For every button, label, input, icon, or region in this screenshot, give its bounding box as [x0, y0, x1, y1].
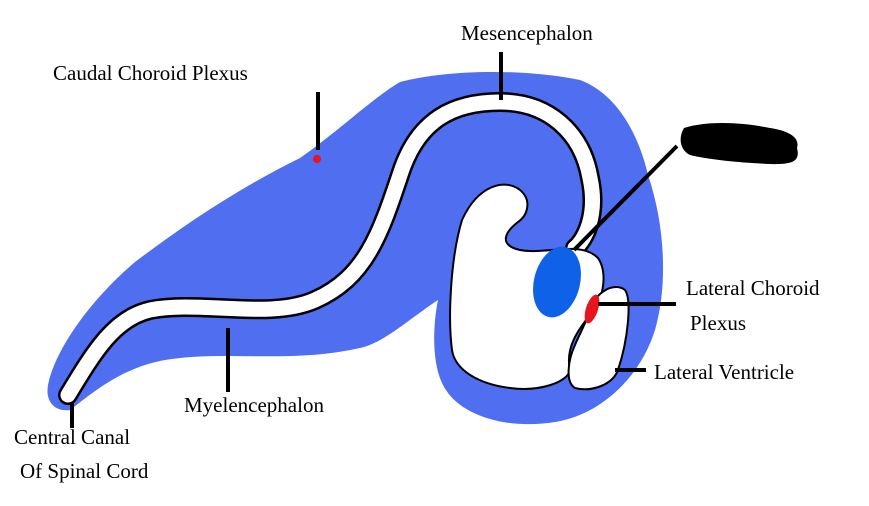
- label-central-canal-line2: Of Spinal Cord: [20, 459, 149, 483]
- leader-redacted: [572, 144, 679, 252]
- redacted-label-scribble: [680, 123, 798, 165]
- mesencephalon-inner-lobe: [431, 144, 569, 300]
- ventricle-channel: [60, 94, 600, 403]
- third-ventricle-structure: [533, 246, 581, 318]
- label-mesencephalon: Mesencephalon: [461, 21, 593, 45]
- label-lateral-ventricle: Lateral Ventricle: [654, 360, 794, 384]
- label-lateral-choroid-plexus-line2: Plexus: [690, 311, 746, 335]
- label-central-canal-line1: Central Canal: [14, 425, 130, 449]
- lateral-ventricle: [567, 286, 630, 391]
- caudal-choroid-plexus-mark: [313, 155, 321, 163]
- label-lateral-choroid-plexus-line1: Lateral Choroid: [686, 276, 820, 300]
- lateral-choroid-plexus-mark: [584, 294, 600, 324]
- label-myelencephalon: Myelencephalon: [184, 393, 324, 417]
- label-caudal-choroid-plexus: Caudal Choroid Plexus: [53, 61, 248, 85]
